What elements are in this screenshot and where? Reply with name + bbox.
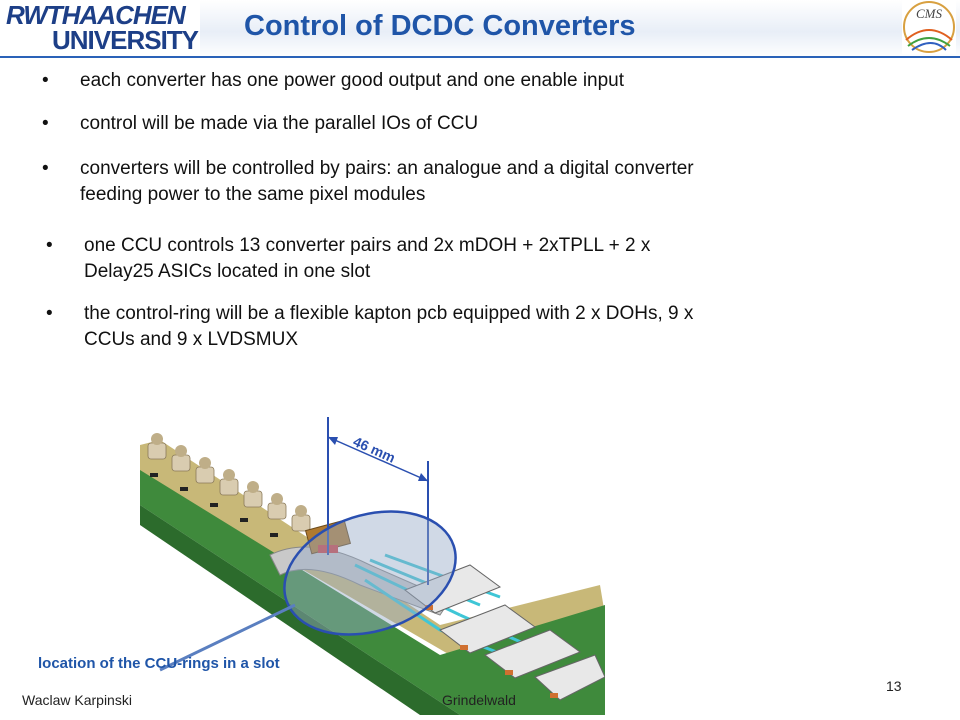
dimension-label: 46 mm — [351, 433, 398, 466]
cms-logo-text: CMS — [916, 6, 943, 21]
bullet-item: • each converter has one power good outp… — [42, 70, 625, 91]
university-logo: RWTHAACHEN UNIVERSITY — [0, 0, 200, 58]
figure-caption: location of the CCU-rings in a slot — [38, 655, 280, 672]
footer-author: Waclaw Karpinski — [22, 692, 132, 708]
header-divider — [0, 56, 960, 58]
logo-text-aachen: AACHEN — [79, 0, 186, 30]
page-number: 13 — [886, 678, 902, 694]
bullet-item: • the control-ring will be a flexible ka… — [46, 303, 694, 350]
cms-logo-icon: CMS — [902, 0, 956, 54]
ccu-location-ellipse — [283, 510, 457, 636]
bullet-item: • control will be made via the parallel … — [42, 113, 479, 134]
ccu-ring-illustration: 46 mm — [140, 417, 605, 715]
bullet-item: • converters will be controlled by pairs… — [42, 158, 694, 205]
footer-location: Grindelwald — [442, 692, 516, 708]
logo-text-university: UNIVERSITY — [52, 25, 199, 55]
slide-title: Control of DCDC Converters — [244, 10, 636, 42]
bullet-item: • one CCU controls 13 converter pairs an… — [46, 235, 651, 282]
logo-text-rwth: RWTH — [6, 0, 81, 30]
